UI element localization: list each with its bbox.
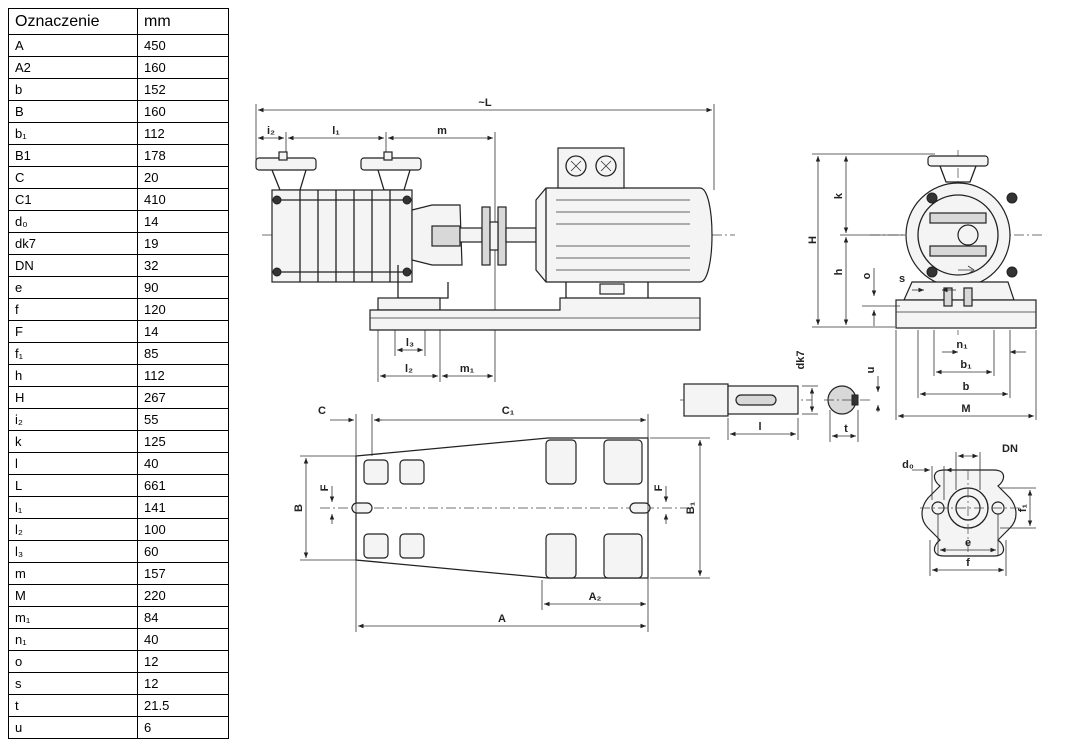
dim-label-o: o: [861, 272, 873, 279]
row-value-mm: 160: [137, 100, 229, 123]
dim-label-B1: B₁: [685, 501, 697, 514]
row-value-mm: 410: [137, 188, 229, 211]
dim-label-b1: b₁: [960, 359, 972, 371]
dim-label-u: u: [865, 367, 877, 374]
row-value-mm: 220: [137, 584, 229, 607]
row-value-mm: 12: [137, 672, 229, 695]
dim-label-s: s: [899, 273, 905, 285]
dim-label-m1: m₁: [460, 363, 475, 375]
dim-label-f: f: [966, 557, 970, 569]
dim-label-F-left: F: [319, 484, 331, 491]
dim-label-i2: i₂: [267, 125, 275, 137]
row-value-mm: 12: [137, 650, 229, 673]
dim-label-l: l: [758, 421, 761, 433]
dim-label-A: A: [498, 613, 506, 625]
base-plate-top-view: C C₁ B B₁ F F A₂ A: [293, 405, 710, 632]
dim-label-C: C: [318, 405, 326, 417]
dim-label-B: B: [293, 504, 305, 512]
pump-side-view: ~L i₂ l₁ m l₃ l₂ m₁: [255, 97, 735, 382]
dim-label-n1: n₁: [956, 339, 968, 351]
pump-end-view: H k h o s n₁ b₁ b M: [807, 150, 1045, 420]
dim-label-l1: l₁: [332, 125, 340, 137]
dim-label-H: H: [807, 236, 819, 244]
row-value-mm: 157: [137, 562, 229, 585]
row-designation: A2: [8, 56, 138, 79]
row-value-mm: 100: [137, 518, 229, 541]
table-header-row: Oznaczenie mm: [8, 8, 229, 35]
dim-label-dk7: dk7: [795, 351, 807, 370]
dim-label-t: t: [844, 423, 848, 435]
dim-label-b: b: [963, 381, 970, 393]
row-value-mm: 6: [137, 716, 229, 739]
dim-label-C1: C₁: [502, 405, 515, 417]
row-value-mm: 21.5: [137, 694, 229, 717]
header-designation: Oznaczenie: [8, 8, 138, 35]
dim-label-f1: f₁: [1017, 503, 1029, 512]
dim-label-l3: l₃: [406, 337, 414, 349]
row-designation: DN: [8, 254, 138, 277]
dim-label-k: k: [833, 192, 845, 199]
dim-label-M: M: [961, 403, 970, 415]
dim-label-A2: A₂: [589, 591, 602, 603]
dim-label-L: ~L: [478, 97, 491, 109]
shaft-end-detail: l dk7 u t: [680, 351, 881, 442]
dim-label-h: h: [833, 268, 845, 275]
dim-label-l2: l₂: [405, 363, 413, 375]
dim-label-d0: d₀: [902, 459, 914, 471]
dim-label-F-right: F: [653, 484, 665, 491]
dim-label-DN: DN: [1002, 443, 1018, 455]
dim-label-m: m: [437, 125, 447, 137]
header-mm: mm: [137, 8, 229, 35]
dim-label-e: e: [965, 537, 971, 549]
row-value-mm: 112: [137, 364, 229, 387]
flange-detail: d₀ DN f₁ e f: [902, 443, 1036, 576]
